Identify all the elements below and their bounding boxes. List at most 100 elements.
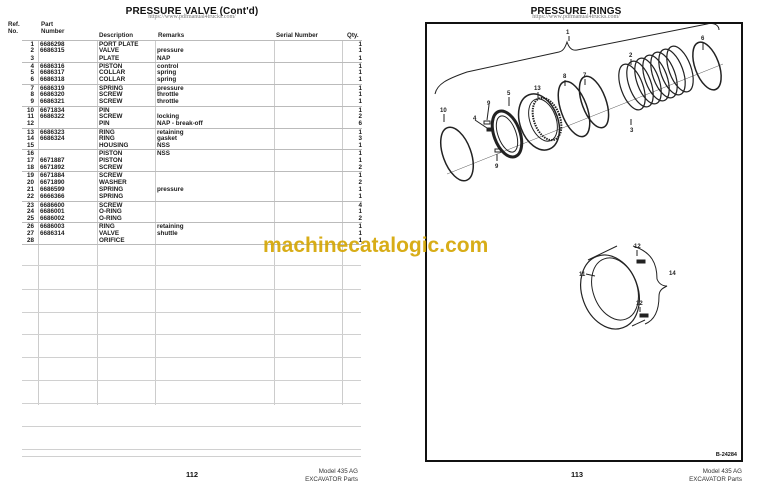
svg-text:8: 8 xyxy=(563,74,567,80)
grid-line xyxy=(22,380,361,381)
svg-text:1: 1 xyxy=(566,30,570,36)
description-cell: SPRING xyxy=(99,84,124,92)
remarks-cell: gasket xyxy=(157,134,177,142)
footer-model: Model 435 AG EXCAVATOR Parts xyxy=(689,468,742,483)
ref-cell: 1 xyxy=(30,41,34,48)
description-cell: O-RING xyxy=(99,215,122,223)
page-title: PRESSURE VALVE (Cont'd) xyxy=(125,6,259,17)
pressure-rings-diagram: 1 2 3 4 5 6 7 8 9 9 10 11 12 12 13 14 xyxy=(434,24,724,330)
ref-cell: 8 xyxy=(30,91,34,99)
ref-cell: 22 xyxy=(26,193,34,201)
ref-cell: 3 xyxy=(30,54,34,62)
exploded-diagram-frame: 1 2 3 4 5 6 7 8 9 9 10 11 12 12 13 14 B-… xyxy=(425,22,743,462)
part-number-cell: 6686322 xyxy=(40,112,65,120)
remarks-cell: shuttle xyxy=(157,229,178,237)
ref-cell: 16 xyxy=(26,150,34,158)
ref-cell: 27 xyxy=(26,229,34,237)
qty-cell: 1 xyxy=(358,91,362,99)
qty-cell: 1 xyxy=(358,98,362,106)
description-cell: RING xyxy=(99,134,115,142)
svg-text:9: 9 xyxy=(487,101,491,107)
page-number: 112 xyxy=(186,470,199,479)
ref-cell: 24 xyxy=(26,207,34,215)
remarks-cell: throttle xyxy=(157,98,179,106)
diagram-code: B-24284 xyxy=(715,452,737,458)
ref-cell: 4 xyxy=(30,62,34,70)
qty-cell: 1 xyxy=(358,128,362,136)
qty-cell: 3 xyxy=(358,134,362,142)
remarks-cell: NSS xyxy=(157,150,170,158)
qty-cell: 1 xyxy=(358,106,362,114)
qty-cell: 1 xyxy=(358,69,362,77)
header-ref-1: Ref. xyxy=(8,21,20,28)
part-number-cell: 6671890 xyxy=(40,178,65,186)
remarks-cell: NAP - break-off xyxy=(157,120,203,128)
description-cell: RING xyxy=(99,128,115,136)
description-cell: O-RING xyxy=(99,207,122,215)
ref-cell: 23 xyxy=(26,201,34,209)
remarks-cell: control xyxy=(157,62,179,70)
table-row-divider xyxy=(22,244,362,251)
remarks-cell: pressure xyxy=(157,185,184,193)
qty-cell: 2 xyxy=(358,215,362,223)
part-number-cell: 6686002 xyxy=(40,215,65,223)
ref-cell: 2 xyxy=(30,47,34,55)
header-part-1: Part xyxy=(41,21,54,28)
grid-line xyxy=(22,357,361,358)
qty-cell: 1 xyxy=(358,41,362,48)
part-number-cell: 6671887 xyxy=(40,156,65,164)
description-cell: PIN xyxy=(99,106,110,114)
ref-cell: 6 xyxy=(30,76,34,84)
qty-cell: 1 xyxy=(358,62,362,70)
svg-text:4: 4 xyxy=(473,116,477,122)
qty-cell: 1 xyxy=(358,172,362,180)
part-number-cell: 6671834 xyxy=(40,106,65,114)
ref-cell: 19 xyxy=(26,172,34,180)
grid-line xyxy=(22,456,361,457)
qty-cell: 1 xyxy=(358,229,362,237)
svg-text:5: 5 xyxy=(507,91,511,97)
part-number-cell: 6686315 xyxy=(40,47,65,55)
remarks-cell: locking xyxy=(157,112,180,120)
header-ref-2: No. xyxy=(8,28,18,35)
footer-model-line: Model 435 AG xyxy=(702,468,742,475)
ref-cell: 26 xyxy=(26,223,34,231)
svg-text:11: 11 xyxy=(579,272,586,278)
qty-cell: 2 xyxy=(358,164,362,172)
grid-line xyxy=(22,403,361,404)
svg-text:12: 12 xyxy=(634,244,641,250)
remarks-cell: retaining xyxy=(157,223,184,231)
qty-cell: 1 xyxy=(358,84,362,92)
grid-line xyxy=(22,289,361,290)
remarks-cell: pressure xyxy=(157,47,184,55)
ref-cell: 15 xyxy=(26,142,34,150)
description-cell: VALVE xyxy=(99,47,120,55)
description-cell: HOUSING xyxy=(99,142,129,150)
remarks-cell: pressure xyxy=(157,84,184,92)
qty-cell: 2 xyxy=(358,112,362,120)
description-cell: SCREW xyxy=(99,164,123,172)
qty-cell: 1 xyxy=(358,237,362,245)
header-qty: Qty. xyxy=(347,32,359,39)
qty-cell: 1 xyxy=(358,185,362,193)
ref-cell: 21 xyxy=(26,185,34,193)
page-title: PRESSURE RINGS xyxy=(530,6,622,17)
page-number: 113 xyxy=(571,470,584,479)
part-number-cell: 6686003 xyxy=(40,223,65,231)
description-cell: PLATE xyxy=(99,54,120,62)
qty-cell: 2 xyxy=(358,178,362,186)
footer-model-line: Model 435 AG xyxy=(318,468,358,475)
header-description: Description xyxy=(99,32,134,39)
